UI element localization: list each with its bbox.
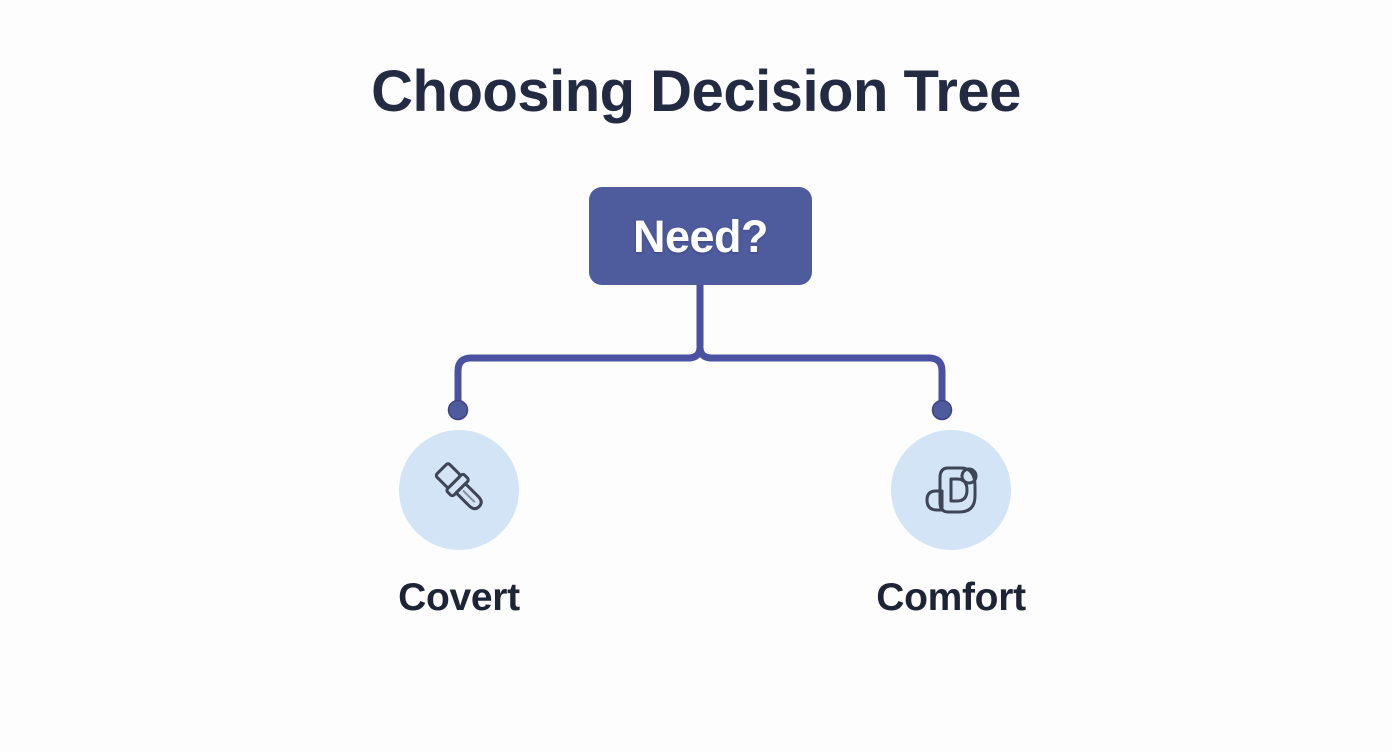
connector-dot-left — [447, 399, 469, 421]
eyedropper-icon — [434, 462, 483, 511]
connector-bus — [454, 343, 946, 406]
page-title: Choosing Decision Tree — [371, 59, 1021, 124]
branch-comfort[interactable]: Comfort — [831, 430, 1071, 617]
branch-comfort-icon-circle — [891, 430, 1011, 550]
branch-comfort-label: Comfort — [876, 576, 1026, 619]
cushion-d-icon — [925, 466, 978, 514]
branch-covert[interactable]: Covert — [339, 430, 579, 617]
root-node-label: Need? — [632, 210, 769, 262]
root-node[interactable]: Need? — [589, 187, 812, 285]
branch-covert-icon-circle — [399, 430, 519, 550]
branch-covert-label: Covert — [398, 576, 520, 619]
connector-dot-right — [931, 399, 953, 421]
